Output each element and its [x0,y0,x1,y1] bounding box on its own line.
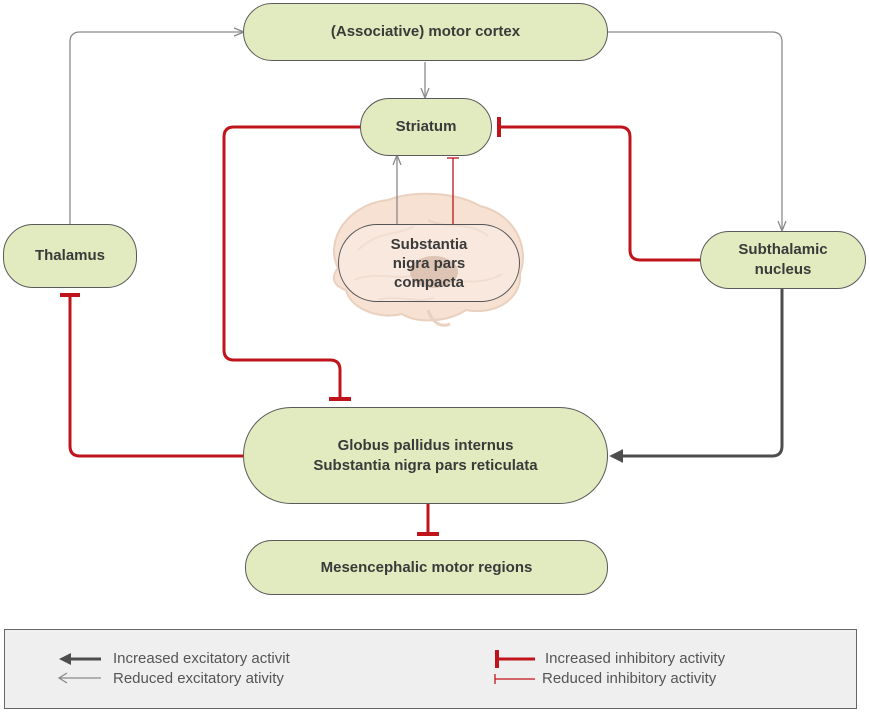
substantia-nigra-compacta-label: Substantia nigra pars compacta [390,235,468,291]
thalamus-node: Thalamus [3,224,137,288]
subthalamic-nucleus-node: Subthalamic nucleus [700,231,866,289]
mesencephalic-motor-label: Mesencephalic motor regions [320,558,533,576]
increased-inhibitory-symbol-icon [495,650,535,668]
striatum-label: Striatum [395,118,457,135]
stn-to-gpi-arrow [609,288,784,463]
motor-cortex-node: (Associative) motor cortex [243,3,608,61]
gpi-to-thalamus-inhibit [68,295,243,458]
thalamus-to-cortex-arrow [69,32,243,224]
substantia-nigra-compacta-node: Substantia nigra pars compacta [338,224,520,302]
increased-excitatory-symbol-icon [59,653,101,665]
legend-increased-excitatory: Increased excitatory activit [113,650,290,667]
brain-icon [332,192,524,327]
legend: Increased excitatory activit Reduced exc… [4,629,857,709]
striatum-node: Striatum [360,98,492,156]
motor-cortex-label: (Associative) motor cortex [330,23,521,40]
reduced-excitatory-symbol-icon [57,672,101,684]
stn-to-striatum-inhibit [499,125,700,262]
reduced-inhibitory-symbol-icon [494,674,535,684]
globus-pallidus-node: Globus pallidus internus Substantia nigr… [243,407,608,504]
legend-reduced-inhibitory: Reduced inhibitory activity [542,670,717,687]
thalamus-label: Thalamus [34,247,106,264]
legend-reduced-excitatory: Reduced excitatory ativity [113,670,284,687]
substantia-nigra-reticulata-label: Substantia nigra pars reticulata [313,456,538,474]
subthalamic-nucleus-label: Subthalamic nucleus [738,241,828,278]
mesencephalic-motor-node: Mesencephalic motor regions [245,540,608,595]
legend-increased-inhibitory: Increased inhibitory activity [545,650,726,667]
cortex-to-stn-arrow [608,31,782,230]
striatum-to-gpi-inhibit [222,125,360,399]
brain-illustration [318,190,532,330]
globus-pallidus-label: Globus pallidus internus [337,436,514,454]
